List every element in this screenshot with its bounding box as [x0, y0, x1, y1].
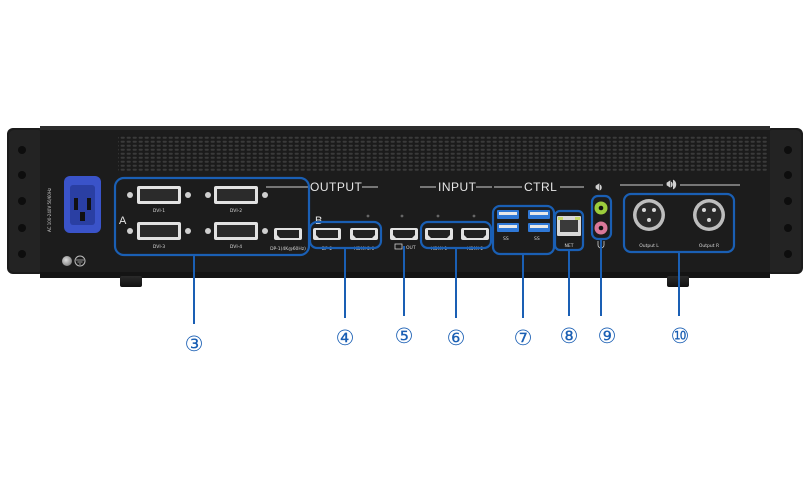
power-rating-label: AC 100-240V 50/60Hz — [47, 188, 52, 232]
screw-icon — [205, 228, 211, 234]
dvi-port-2[interactable]: DVI-2 — [205, 186, 268, 214]
screw-icon — [127, 192, 133, 198]
indicator-dot — [436, 214, 440, 218]
port-label: DVI-2 — [230, 208, 242, 214]
ground-screw-icon — [62, 256, 72, 266]
power-pin-icon — [80, 212, 85, 221]
dvi-port-4[interactable]: DVI-4 — [205, 222, 268, 250]
callout-10: ⑩ — [671, 325, 690, 348]
callout-numbers: ③ ④ ⑤ ⑥ ⑦ ⑧ ⑨ ⑩ — [185, 325, 690, 356]
callout-8: ⑧ — [560, 325, 579, 348]
rack-hole-icon — [18, 197, 26, 205]
ground-symbol-icon — [74, 255, 86, 267]
highlight-box-dvi — [113, 176, 311, 257]
usb-ss-label: SS — [503, 236, 509, 242]
indicator-dot — [472, 214, 476, 218]
xlr-output-right[interactable]: Output R — [693, 199, 725, 249]
port-label: Output L — [639, 243, 659, 249]
rack-ear-right — [765, 128, 803, 274]
dvi-port-1[interactable]: DVI-1 — [127, 186, 191, 214]
power-pin-icon — [74, 198, 78, 210]
xlr-output-left[interactable]: Output L — [633, 199, 665, 249]
rack-hole-icon — [784, 197, 792, 205]
chassis-top-edge — [40, 126, 770, 130]
leader-lines — [193, 239, 680, 324]
callout-7: ⑦ — [514, 327, 533, 350]
port-label: DVI-1 — [153, 208, 165, 214]
rack-ear-left — [7, 128, 45, 274]
port-label: DVI-3 — [153, 244, 165, 250]
dp-port-1[interactable]: DP-1(4K@60Hz) — [270, 228, 306, 252]
callout-4: ④ — [336, 327, 355, 350]
dvi-output-group: A DVI-1 DVI-2 DVI-3 DVI-4 — [119, 186, 268, 250]
led-icon — [558, 217, 563, 220]
rack-hole-icon — [18, 224, 26, 232]
foot-left — [120, 276, 142, 287]
rack-hole-icon — [784, 224, 792, 232]
callout-9: ⑨ — [598, 325, 617, 348]
screw-icon — [185, 192, 191, 198]
rack-hole-icon — [18, 146, 26, 154]
audio-output-icon — [666, 179, 677, 190]
power-section: AC 100-240V 50/60Hz — [47, 176, 101, 267]
speaker-icon — [595, 183, 602, 191]
callout-3: ③ — [185, 333, 204, 356]
group-a-label: A — [119, 215, 127, 227]
port-label: DP-1(4K@60Hz) — [270, 246, 306, 252]
ground-lines-icon — [76, 259, 84, 265]
indicator-dot — [400, 214, 404, 218]
ventilation-grille — [118, 135, 768, 171]
screw-icon — [262, 192, 268, 198]
port-label: OUT — [406, 245, 416, 251]
section-input-label: INPUT — [438, 180, 477, 194]
screw-icon — [262, 228, 268, 234]
rack-hole-icon — [784, 146, 792, 154]
rack-hole-icon — [18, 171, 26, 179]
power-socket-inner — [70, 185, 95, 225]
lan-port[interactable]: NET — [557, 216, 581, 249]
rack-hole-icon — [784, 171, 792, 179]
dvi-port-3[interactable]: DVI-3 — [127, 222, 191, 250]
port-label: DVI-4 — [230, 244, 242, 250]
callout-5: ⑤ — [395, 325, 414, 348]
usb-port-group: SS SS — [497, 210, 550, 242]
monitor-output-port[interactable]: OUT — [390, 214, 418, 251]
rack-hole-icon — [18, 250, 26, 258]
section-ctrl-label: CTRL — [524, 180, 557, 194]
screw-icon — [185, 228, 191, 234]
power-pin-icon — [87, 198, 91, 210]
screw-icon — [205, 192, 211, 198]
indicator-dot — [366, 214, 370, 218]
led-icon — [575, 217, 580, 220]
callout-6: ⑥ — [447, 327, 466, 350]
usb-ss-label: SS — [534, 236, 540, 242]
screw-icon — [127, 228, 133, 234]
rack-hole-icon — [784, 250, 792, 258]
section-output-label: OUTPUT — [310, 180, 363, 194]
port-label: Output R — [699, 243, 719, 249]
monitor-icon — [394, 243, 403, 250]
port-label: NET — [565, 243, 574, 249]
